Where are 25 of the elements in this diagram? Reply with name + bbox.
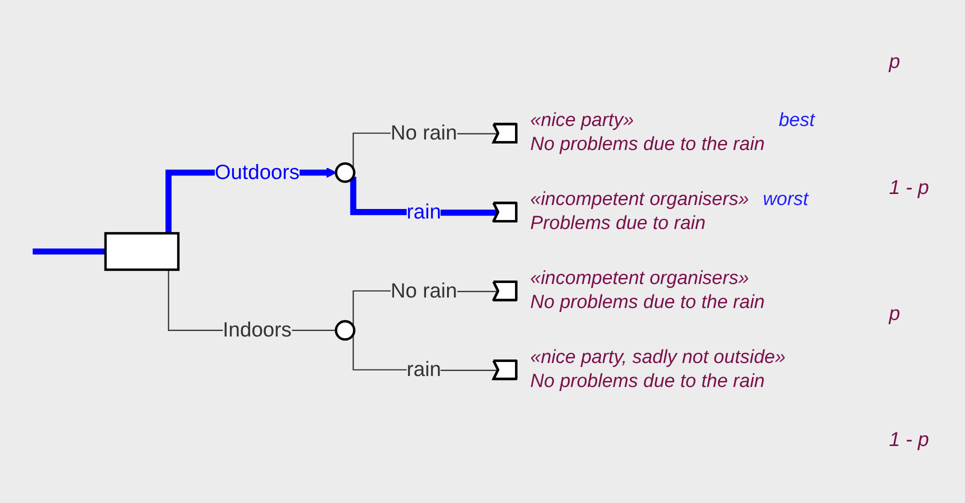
- node-circle: [334, 162, 356, 183]
- outcome-description: Problems due to rain: [530, 212, 707, 236]
- edge-label: rain: [406, 358, 442, 382]
- outcome-quote: «incompetent organisers»: [530, 188, 749, 212]
- probability-label: 1 - p: [889, 428, 930, 452]
- ranking-label: best: [778, 109, 815, 134]
- outcome-description: No problems due to the rain: [530, 133, 765, 157]
- outcome-description: No problems due to the rain: [530, 290, 765, 315]
- edge-label: No rain: [390, 279, 458, 302]
- outcome-description: No problems due to the rain: [530, 370, 766, 394]
- ranking-label: worst: [762, 188, 808, 212]
- probability-label: p: [889, 302, 902, 326]
- probability-label: p: [889, 51, 902, 74]
- decision-tree-diagram: Outdoors Indoors No rain rain No rain rain: [6, 108, 526, 395]
- node-circle: [334, 320, 356, 341]
- edge-label: Indoors: [222, 318, 292, 342]
- outcome-quote: «nice party»: [530, 109, 635, 134]
- connector: [30, 248, 106, 255]
- edge-label: Outdoors: [214, 160, 300, 184]
- edge-label: No rain: [390, 121, 458, 144]
- outcome-quote: «incompetent organisers»: [530, 267, 750, 291]
- edge-label: rain: [406, 200, 442, 224]
- probability-label: 1 - p: [889, 177, 930, 200]
- node-box: [104, 232, 180, 271]
- outcome-quote: «nice party, sadly not outside»: [530, 346, 786, 370]
